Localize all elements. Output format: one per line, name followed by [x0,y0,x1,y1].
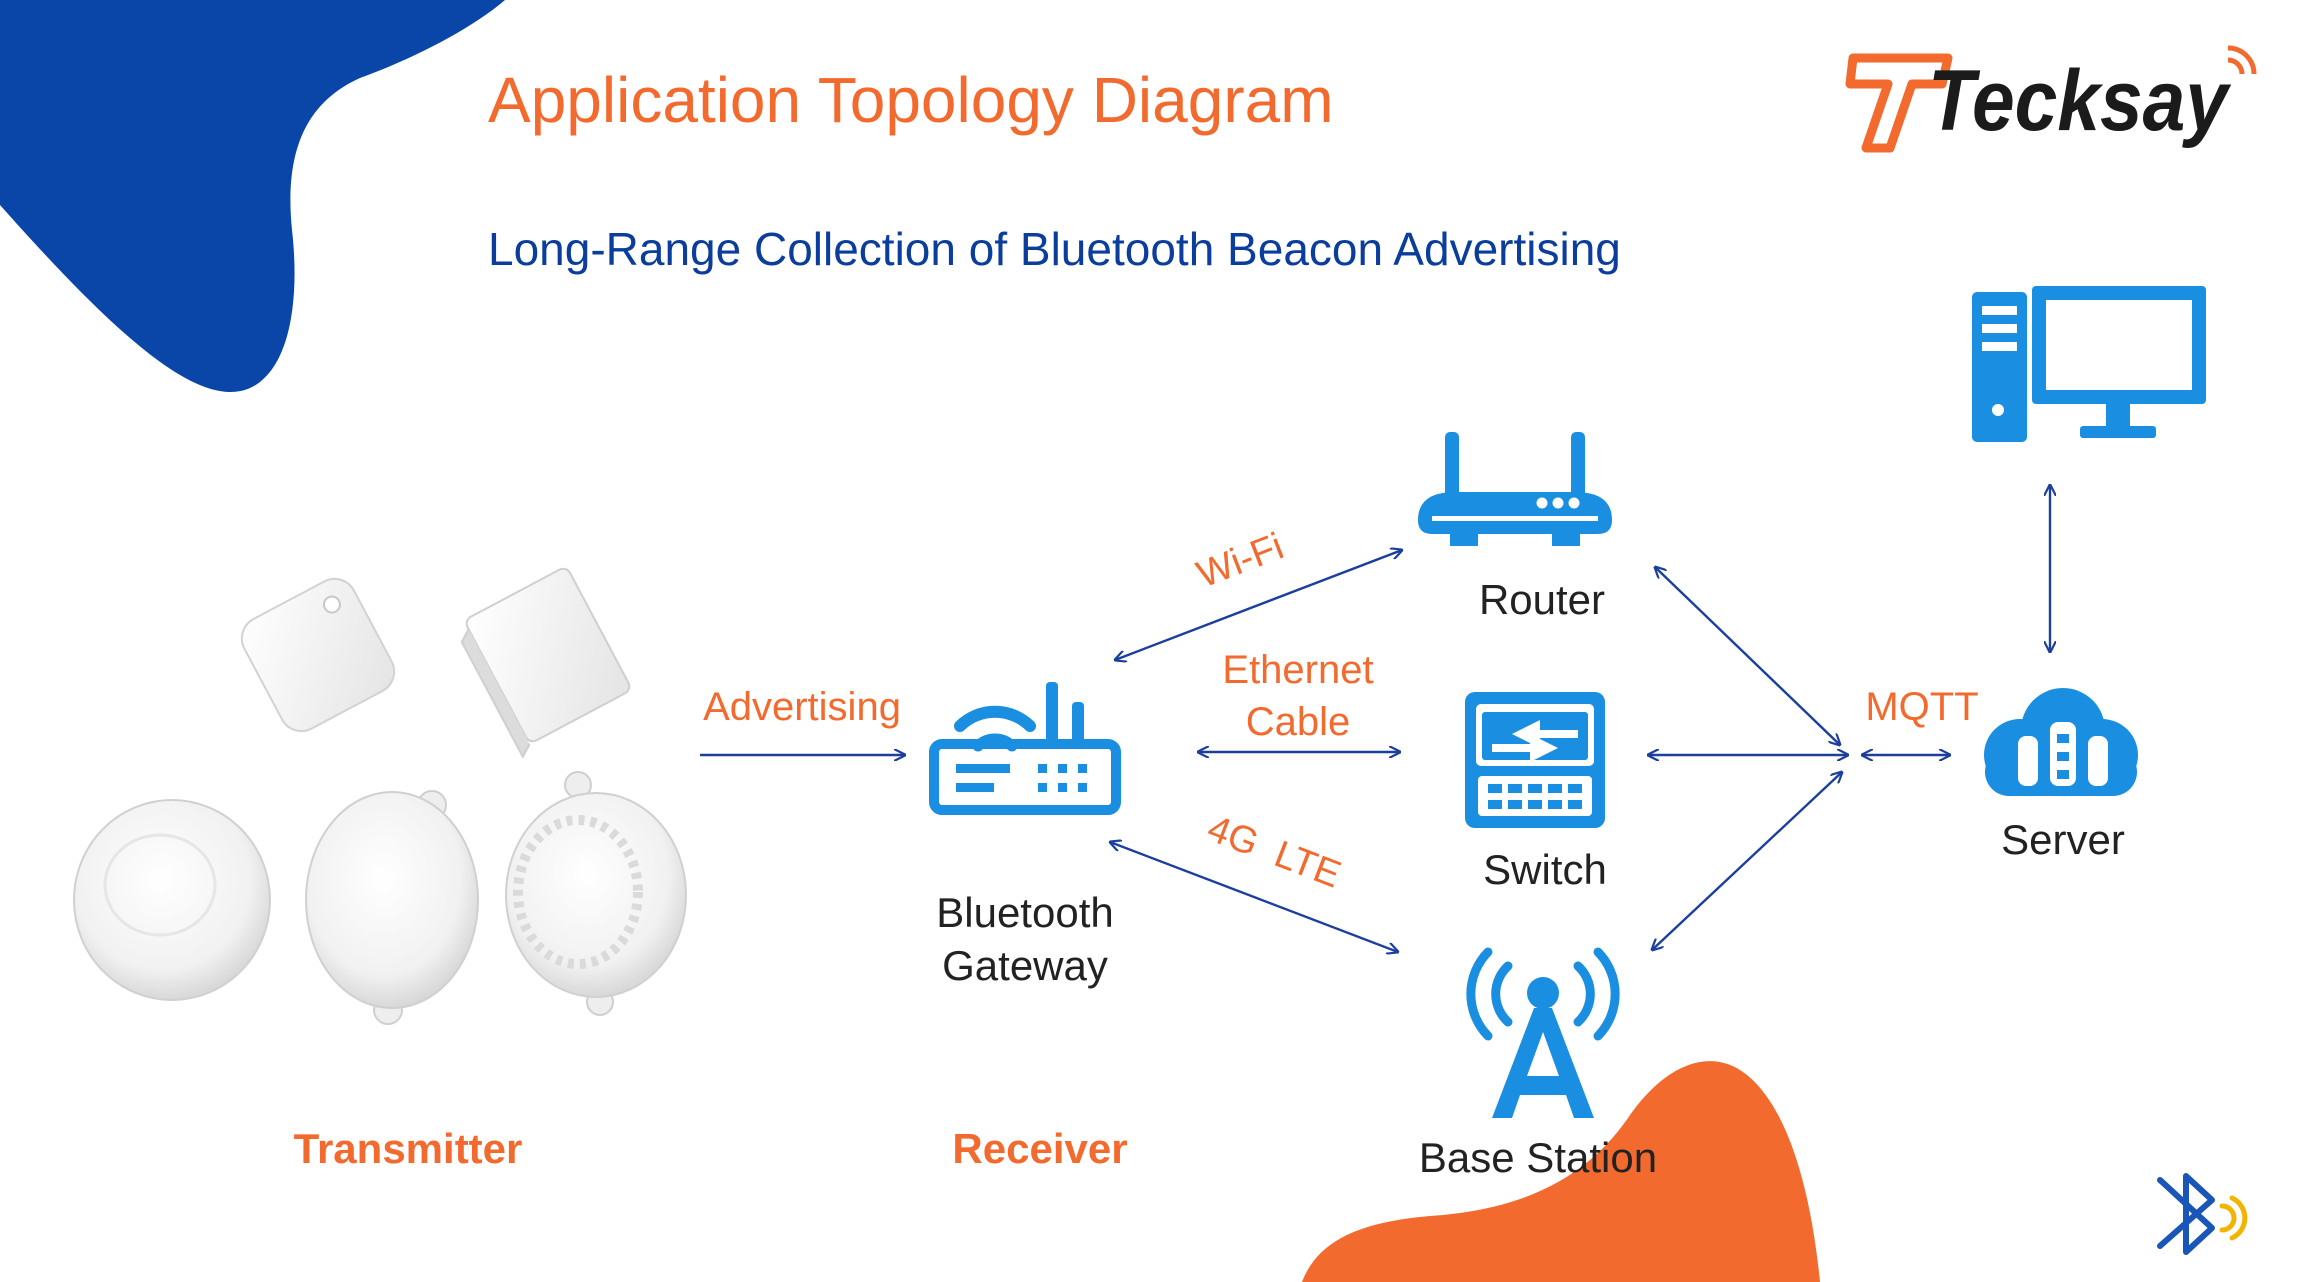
wifi-router-icon [929,682,1121,815]
bluetooth-signal-icon [2157,1173,2248,1255]
link-label-ethernet: Ethernet [1222,648,1373,692]
gateway-label-line1: Bluetooth [936,889,1113,936]
gateway-label-line2: Gateway [942,942,1108,989]
server-label: Server [2001,816,2125,863]
logo-t-mark [1845,53,1953,153]
link-label-wifi: Wi-Fi [1191,525,1289,596]
link-label-lte: 4G LTE [1202,808,1347,897]
link-label-cable: Cable [1246,700,1351,744]
beacon-patterned-puck [505,771,687,1016]
beacon-mount-puck [305,790,479,1025]
page-subtitle: Long-Range Collection of Bluetooth Beaco… [488,223,1621,275]
section-label-receiver: Receiver [952,1125,1127,1172]
beacon-round-puck [73,799,271,1001]
connection-links [700,485,2050,952]
cloud-server-icon [1984,688,2138,796]
router-icon [1418,432,1612,546]
section-label-transmitter: Transmitter [294,1125,523,1172]
beacon-square-box [460,567,631,759]
beacon-card-tag [240,577,396,733]
blue-corner-blob [0,0,505,392]
cell-tower-icon [1466,947,1620,1118]
orange-bottom-blob [1302,1061,1820,1282]
logo-wordmark: Tecksay [1928,53,2232,149]
page-title: Application Topology Diagram [488,64,1334,136]
router-label: Router [1479,576,1605,623]
desktop-computer-icon [1972,286,2206,442]
tecksay-logo: Tecksay [1845,45,2257,153]
link-label-mqtt: MQTT [1865,685,1978,729]
link-label-advertising: Advertising [703,685,901,729]
base-station-label: Base Station [1419,1134,1657,1181]
network-switch-icon [1465,692,1605,828]
switch-label: Switch [1483,846,1607,893]
logo-signal-arcs [2227,45,2257,75]
transmitter-devices [73,567,687,1025]
